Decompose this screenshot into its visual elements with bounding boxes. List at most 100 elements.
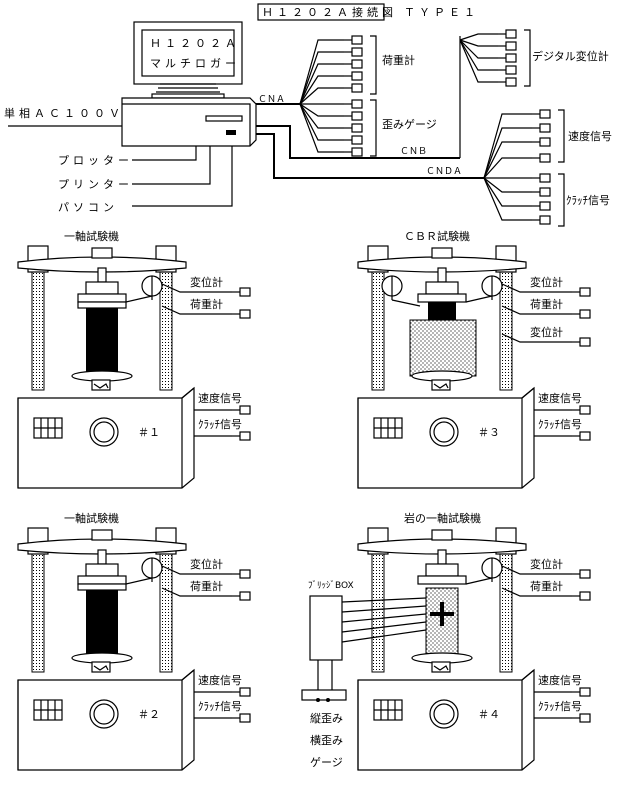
connector-cnb: ＣＮＢ [400,147,427,157]
connector-plug [239,591,251,601]
load-cell [85,563,119,577]
pillar-left [31,553,45,673]
machine-number: ＃１ [138,426,160,439]
machine-signal-label: ｸﾗｯﾁ信号 [538,418,582,431]
machine-sensor-label: 荷重計 [190,579,223,593]
strain-label-vertical: 縦歪み [310,712,343,725]
machine-signal-label: 速度信号 [198,391,242,405]
label-strain-gauge: 歪みゲージ [382,118,437,131]
connector-plug [579,569,591,579]
load-cell [425,563,459,577]
connector-plug [239,713,251,723]
connector-plug [239,405,251,415]
piston [428,302,456,322]
connector-plug [351,59,363,69]
machine-signal-label: ｸﾗｯﾁ信号 [198,418,242,431]
connector-plug [539,123,551,133]
crossbeam [357,538,527,555]
connector-plug [351,99,363,109]
specimen [86,308,118,374]
connector-plug [579,713,591,723]
connector-cables: ＣＮＡ ＣＮＢ ＣＮＤＡ [256,95,484,179]
output-pc: パソコン [58,201,118,214]
machine-signal-label: 速度信号 [538,391,582,405]
output-printer: プリンター [58,178,133,191]
connector-plug [539,153,551,163]
multilogger: Ｈ１２０２Ａ マルチロガー [121,21,257,147]
pillar-left [31,271,45,391]
connector-plug [539,215,551,225]
connector-plug [505,29,517,39]
bridge-box-label: ﾌﾞﾘｯｼﾞBOX [308,580,354,591]
connector-plug [579,431,591,441]
connector-plug [539,187,551,197]
label-clutch-signal: ｸﾗｯﾁ信号 [566,194,610,207]
mold [409,319,477,377]
machine-title: ＣＢＲ試験機 [404,229,470,243]
bridge-box: ﾌﾞﾘｯｼﾞBOX 縦歪み 横歪み ゲージ [301,580,354,769]
connector-plug [239,687,251,697]
connector-plug [579,405,591,415]
machine-sensor-label: 変位計 [530,325,563,339]
connector-plug [505,41,517,51]
output-connections: プロッター プリンター パソコン [58,146,233,214]
connector-plug [539,173,551,183]
diagram-title: Ｈ１２０２Ａ接続図 [262,5,397,19]
type-label: ＴＹＰＥ１ [404,6,479,19]
connector-plug [505,53,517,63]
load-cell [85,281,119,295]
connector-cna: ＣＮＡ [258,95,285,105]
machine-signal-label: 速度信号 [538,673,582,687]
crossbeam [17,256,187,273]
connector-cnda: ＣＮＤＡ [426,167,462,177]
specimen [86,590,118,656]
connector-plug [351,147,363,157]
label-digital-disp: デジタル変位計 [532,49,609,63]
machine-title: 一軸試験機 [64,511,119,525]
pillar-left [371,553,385,673]
crossbeam [357,256,527,273]
machine-sensor-label: 変位計 [190,275,223,289]
connector-plug [239,287,251,297]
connector-plug [351,111,363,121]
connector-plug [579,287,591,297]
title-group: Ｈ１２０２Ａ接続図 ＴＹＰＥ１ [257,3,479,21]
connector-plug [239,569,251,579]
machine-number: ＃３ [478,426,500,439]
machine-sensor-label: 変位計 [190,557,223,571]
label-load-meter: 荷重計 [382,53,415,67]
machine-signal-label: ｸﾗｯﾁ信号 [538,700,582,713]
connector-plug [579,309,591,319]
label-speed-signal: 速度信号 [568,129,612,143]
logger-line1: Ｈ１２０２Ａ [150,37,240,50]
connector-plug [239,309,251,319]
fanout-groups [299,29,565,227]
strain-label-horizontal: 横歪み [310,733,343,747]
machine-number: ＃２ [138,708,160,721]
output-plotter: プロッター [58,154,133,167]
connector-plug [579,337,591,347]
strain-label-gauge: ゲージ [310,756,343,769]
connector-plug [239,431,251,441]
connector-plug [505,77,517,87]
machine-title: 岩の一軸試験機 [404,511,481,525]
machine-title: 一軸試験機 [64,229,119,243]
connector-plug [351,135,363,145]
connector-plug [579,591,591,601]
test-machines: 一軸試験機＃１変位計荷重計速度信号ｸﾗｯﾁ信号ＣＢＲ試験機＃３変位計荷重計変位計… [17,229,591,771]
machine-sensor-label: 変位計 [530,275,563,289]
connector-plug [539,109,551,119]
connector-plug [351,83,363,93]
machine-number: ＃４ [478,708,500,721]
connector-plug [505,65,517,75]
connector-plug [539,137,551,147]
connector-plug [351,47,363,57]
connector-plug [351,35,363,45]
power-label: 単相ＡＣ１００Ｖ [4,106,124,120]
machine-signal-label: ｸﾗｯﾁ信号 [198,700,242,713]
logger-line2: マルチロガー [150,57,240,70]
